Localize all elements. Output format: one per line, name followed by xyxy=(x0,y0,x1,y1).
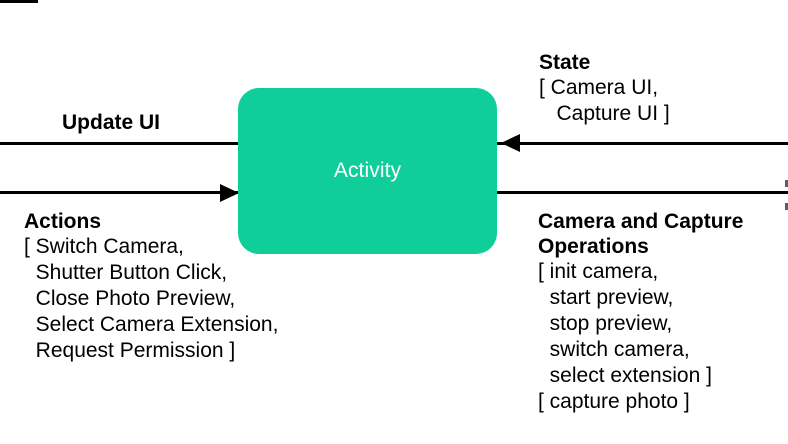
top-left-bar-artifact xyxy=(0,0,38,3)
actions-title: Actions xyxy=(24,210,102,233)
activity-node-label: Activity xyxy=(333,159,402,182)
edge-line-actions xyxy=(0,191,244,194)
actions-list-item: Shutter Button Click, xyxy=(24,261,228,284)
actions-list-item: Close Photo Preview, xyxy=(24,287,236,310)
arrowhead-actions-into-activity xyxy=(220,184,239,202)
actions-list-item: Request Permission ] xyxy=(24,339,236,362)
edge-label-actions: Actions [ Switch Camera, Shutter Button … xyxy=(24,209,278,364)
operations-list-item: [ capture photo ] xyxy=(538,390,690,413)
edge-label-update-ui: Update UI xyxy=(62,110,160,135)
state-list-item: Capture UI ] xyxy=(539,102,670,125)
operations-list-item: [ init camera, xyxy=(538,260,659,283)
state-title: State xyxy=(539,51,591,74)
operations-list-item: select extension ] xyxy=(538,364,712,387)
edge-label-operations: Camera and Capture Operations [ init cam… xyxy=(538,209,743,415)
operations-list-item: stop preview, xyxy=(538,312,673,335)
right-edge-tick-upper xyxy=(785,180,788,187)
operations-title-line-1: Camera and Capture xyxy=(538,210,744,233)
right-edge-tick-lower xyxy=(785,203,788,210)
activity-node[interactable]: Activity xyxy=(238,88,497,254)
update-ui-title: Update UI xyxy=(62,111,161,134)
operations-list-item: switch camera, xyxy=(538,338,690,361)
actions-list-item: [ Switch Camera, xyxy=(24,235,184,258)
arrowhead-state-into-activity xyxy=(501,134,520,152)
actions-list-item: Select Camera Extension, xyxy=(24,313,279,336)
edge-line-state xyxy=(494,142,788,145)
edge-line-update-ui xyxy=(0,142,244,145)
operations-title-line-2: Operations xyxy=(538,235,649,258)
state-list-item: [ Camera UI, xyxy=(539,76,659,99)
edge-label-state: State [ Camera UI, Capture UI ] xyxy=(539,50,670,127)
operations-list-item: start preview, xyxy=(538,286,674,309)
edge-line-operations xyxy=(494,191,788,194)
